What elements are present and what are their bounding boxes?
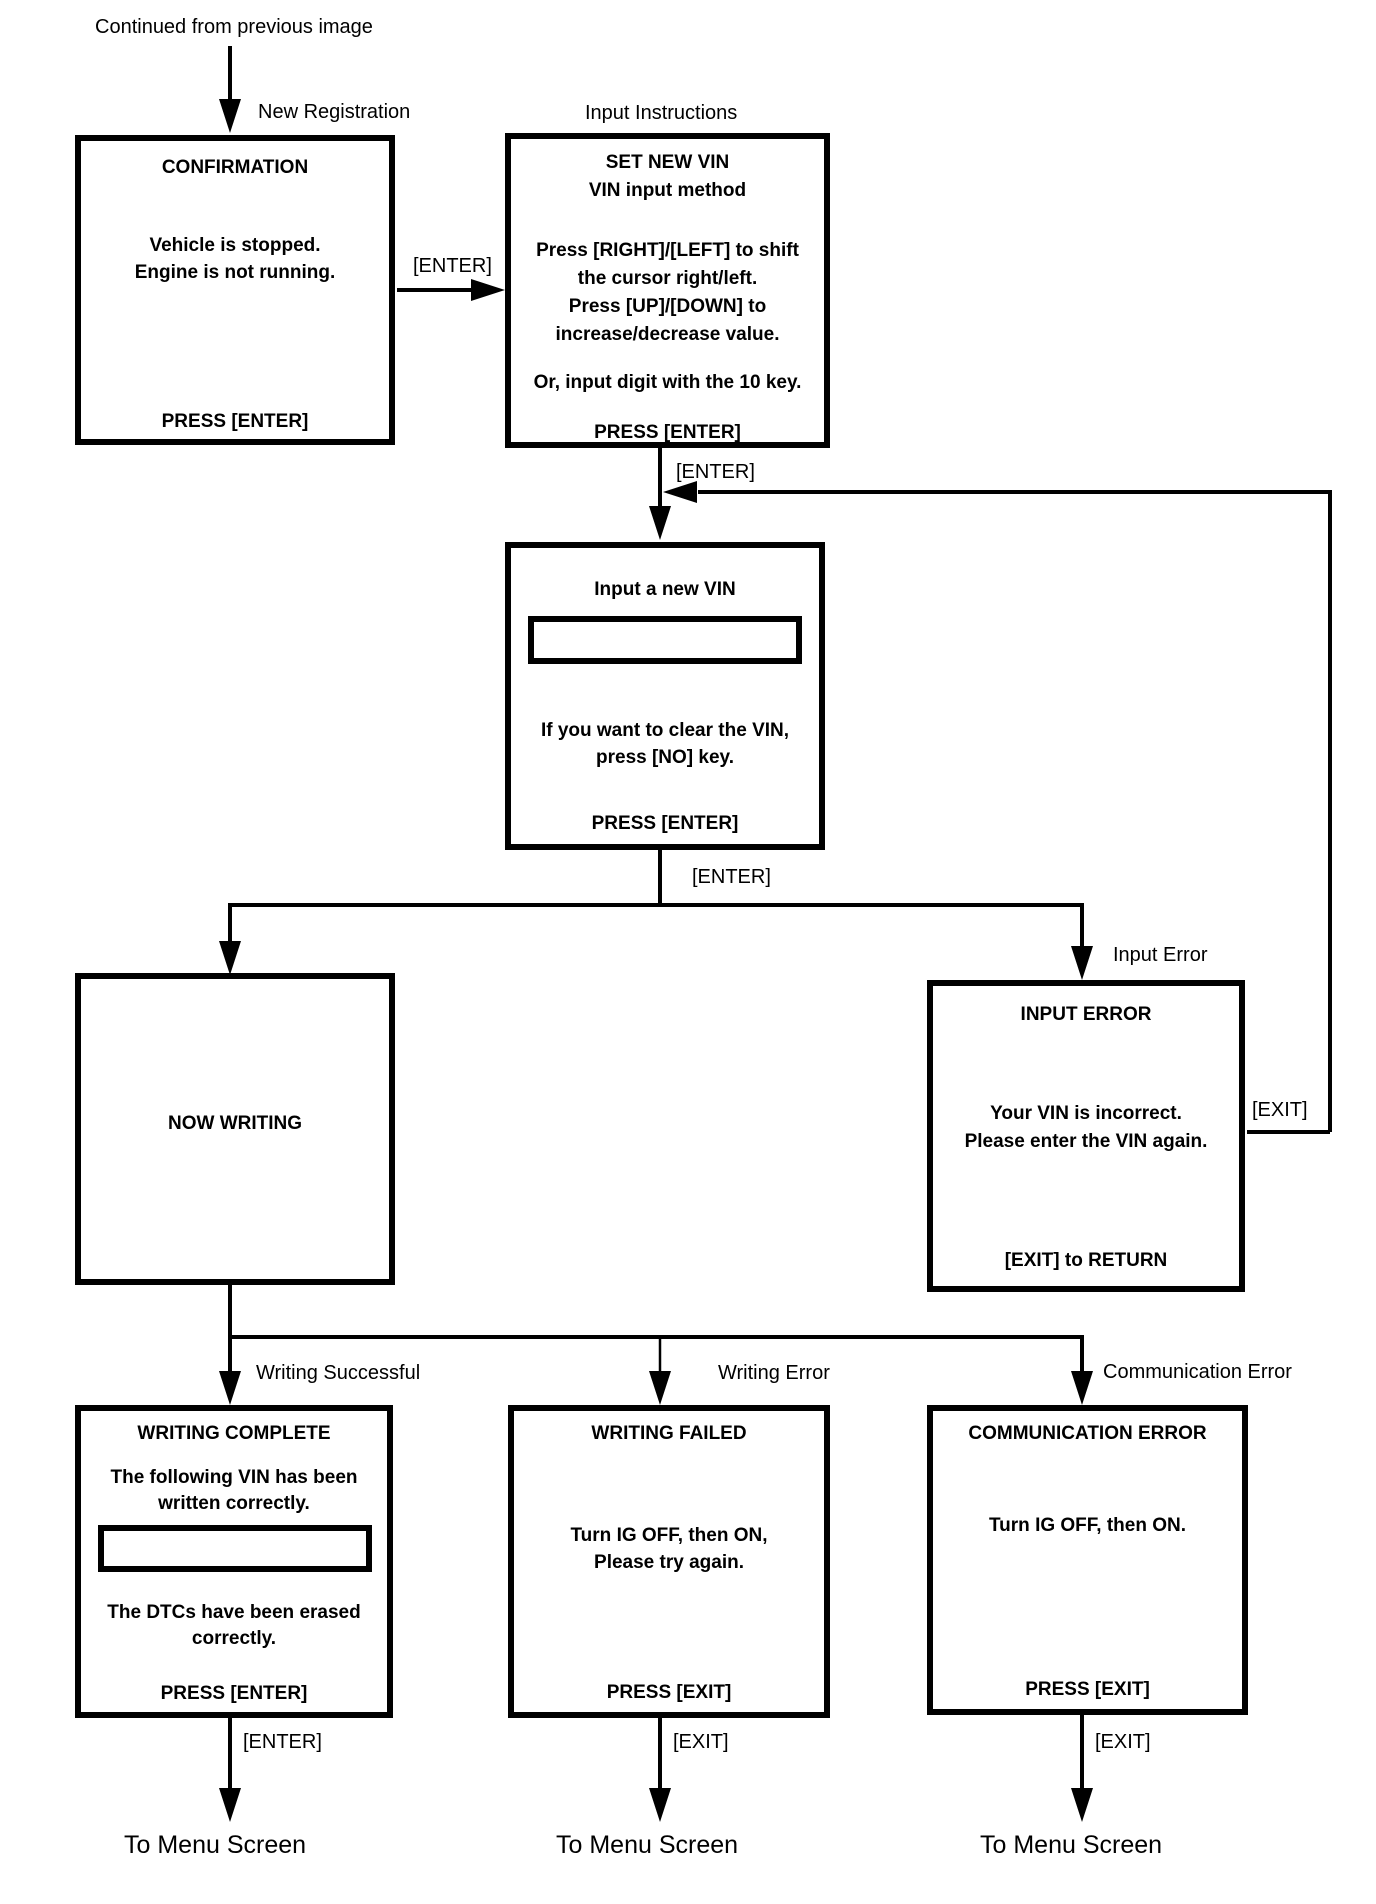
enter-edge-label-1: [ENTER]	[413, 255, 492, 277]
set-new-vin-inst4: increase/decrease value.	[555, 324, 780, 345]
input-error-screen-box: INPUT ERROR Your VIN is incorrect. Pleas…	[927, 980, 1245, 1292]
now-writing-title: NOW WRITING	[167, 1113, 303, 1134]
confirmation-footer: PRESS [ENTER]	[161, 411, 309, 432]
to-menu-screen-left: To Menu Screen	[124, 1831, 307, 1859]
writing-failed-footer: PRESS [EXIT]	[606, 1682, 732, 1703]
to-menu-screen-mid: To Menu Screen	[556, 1831, 739, 1859]
to-menu-screen-right: To Menu Screen	[980, 1831, 1163, 1859]
writing-complete-title: WRITING COMPLETE	[137, 1423, 331, 1444]
set-new-vin-screen-box: SET NEW VIN VIN input method Press [RIGH…	[505, 133, 830, 448]
set-new-vin-inst5: Or, input digit with the 10 key.	[533, 372, 802, 393]
input-new-vin-title: Input a new VIN	[594, 579, 736, 600]
new-registration-label: New Registration	[258, 101, 411, 123]
writing-complete-line2: written correctly.	[158, 1493, 310, 1514]
input-new-vin-note2: press [NO] key.	[596, 747, 734, 768]
exit-edge-label-bottom-right: [EXIT]	[1095, 1731, 1151, 1753]
writing-error-label: Writing Error	[718, 1362, 830, 1384]
input-error-line1: Your VIN is incorrect.	[990, 1103, 1182, 1124]
writing-successful-label: Writing Successful	[256, 1362, 421, 1384]
enter-edge-label-bottom: [ENTER]	[243, 1731, 322, 1753]
writing-failed-title: WRITING FAILED	[591, 1423, 747, 1444]
input-instructions-label: Input Instructions	[585, 102, 738, 124]
set-new-vin-inst2: the cursor right/left.	[577, 268, 758, 289]
input-new-vin-note1: If you want to clear the VIN,	[540, 720, 790, 741]
set-new-vin-title1: SET NEW VIN	[605, 152, 730, 173]
writing-complete-line4: correctly.	[191, 1628, 277, 1649]
exit-edge-label-bottom-mid: [EXIT]	[673, 1731, 729, 1753]
vin-input-field	[528, 616, 802, 664]
written-vin-field	[98, 1525, 372, 1572]
set-new-vin-footer: PRESS [ENTER]	[594, 422, 741, 443]
enter-edge-label-3: [ENTER]	[692, 866, 771, 888]
now-writing-screen-box: NOW WRITING	[75, 973, 395, 1285]
communication-error-screen-box: COMMUNICATION ERROR Turn IG OFF, then ON…	[927, 1405, 1248, 1715]
writing-failed-line2: Please try again.	[594, 1552, 744, 1573]
communication-error-label: Communication Error	[1103, 1361, 1292, 1383]
input-new-vin-screen-box: Input a new VIN If you want to clear the…	[505, 542, 825, 850]
continued-from-previous-label: Continued from previous image	[95, 16, 373, 38]
communication-error-footer: PRESS [EXIT]	[1025, 1679, 1150, 1700]
enter-edge-label-2: [ENTER]	[676, 461, 755, 483]
confirmation-line2: Engine is not running.	[134, 262, 336, 283]
writing-failed-line1: Turn IG OFF, then ON,	[570, 1525, 768, 1546]
communication-error-title: COMMUNICATION ERROR	[968, 1423, 1207, 1444]
writing-complete-line1: The following VIN has been	[110, 1467, 358, 1488]
input-error-line2: Please enter the VIN again.	[964, 1131, 1208, 1152]
confirmation-title: CONFIRMATION	[161, 157, 309, 178]
input-error-footer: [EXIT] to RETURN	[1004, 1250, 1168, 1271]
set-new-vin-inst3: Press [UP]/[DOWN] to	[568, 296, 767, 317]
input-error-label: Input Error	[1113, 944, 1208, 966]
input-error-title: INPUT ERROR	[1020, 1004, 1152, 1025]
confirmation-line1: Vehicle is stopped.	[149, 235, 321, 256]
writing-failed-screen-box: WRITING FAILED Turn IG OFF, then ON, Ple…	[508, 1405, 830, 1718]
set-new-vin-inst1: Press [RIGHT]/[LEFT] to shift	[536, 240, 799, 261]
input-new-vin-footer: PRESS [ENTER]	[591, 813, 739, 834]
exit-edge-label-loop: [EXIT]	[1252, 1099, 1308, 1121]
confirmation-screen-box: CONFIRMATION Vehicle is stopped. Engine …	[75, 135, 395, 445]
communication-error-line1: Turn IG OFF, then ON.	[988, 1515, 1187, 1536]
set-new-vin-title2: VIN input method	[588, 180, 747, 201]
writing-complete-footer: PRESS [ENTER]	[160, 1683, 308, 1704]
writing-complete-line3: The DTCs have been erased	[107, 1602, 361, 1623]
writing-complete-screen-box: WRITING COMPLETE The following VIN has b…	[75, 1405, 393, 1718]
arrowheads	[219, 99, 1093, 1822]
